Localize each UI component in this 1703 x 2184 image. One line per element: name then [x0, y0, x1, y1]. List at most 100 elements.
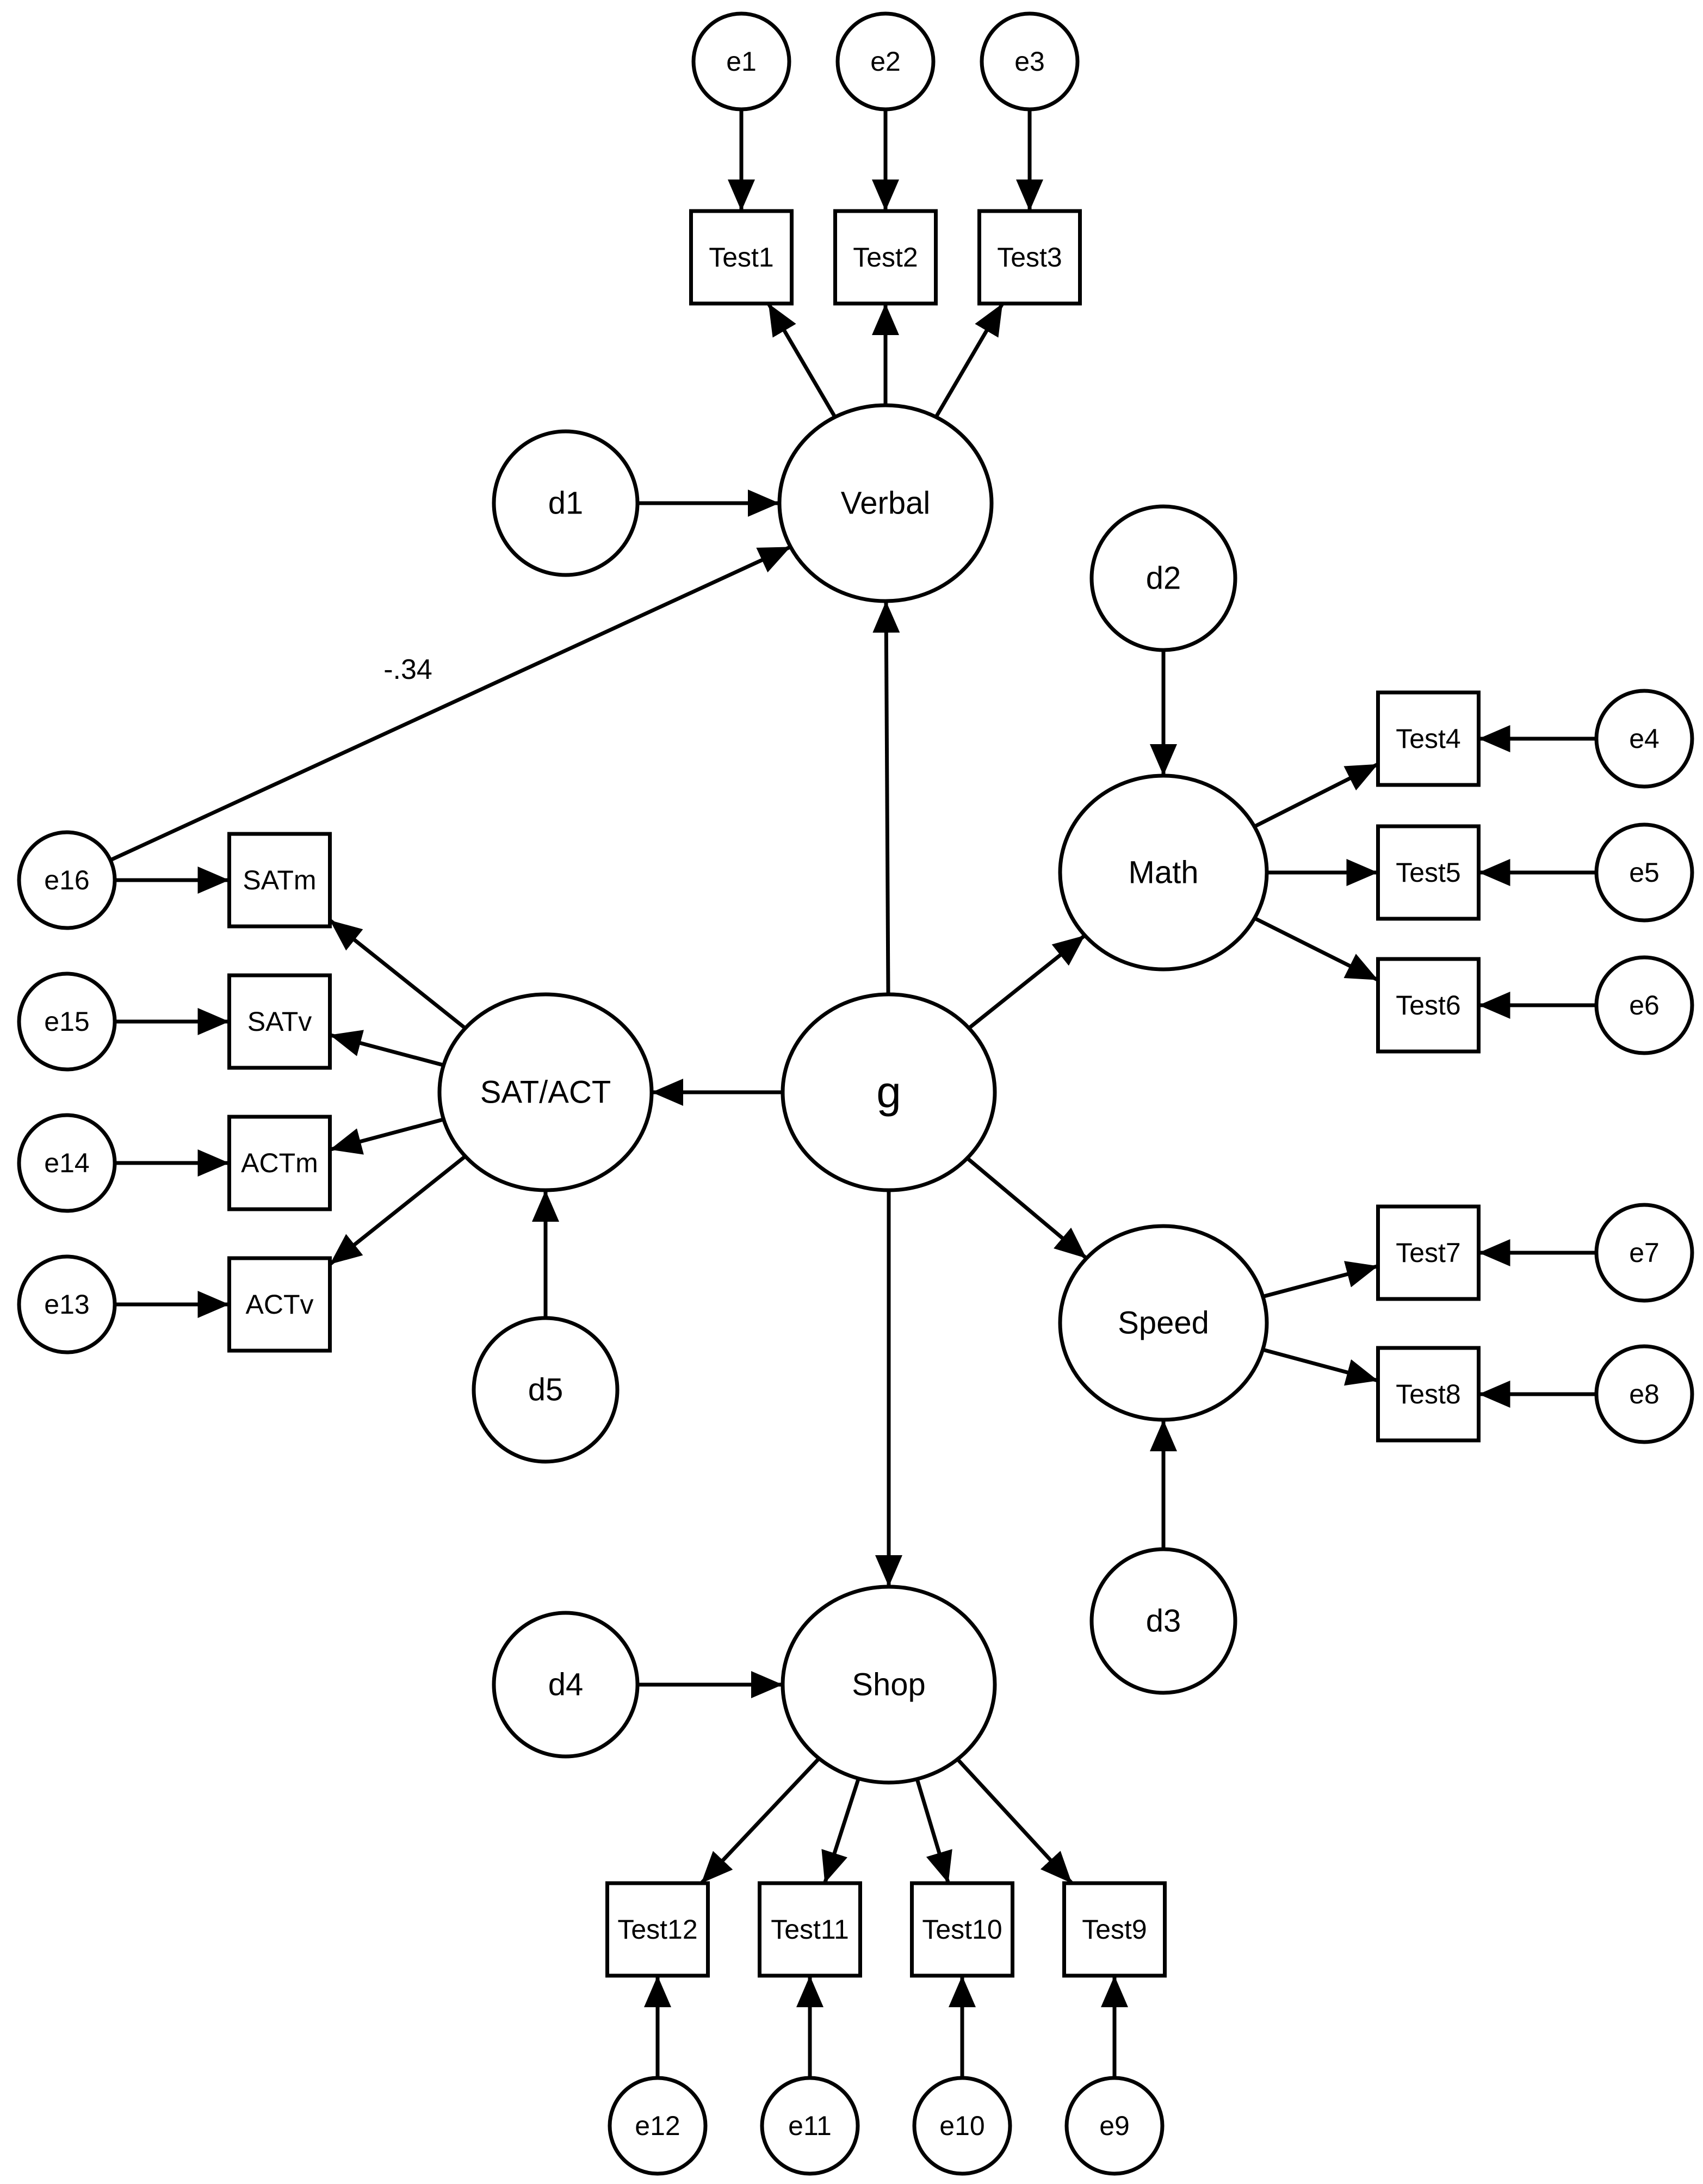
path-arrow-math-to-test4	[1253, 762, 1379, 828]
disturbance-shape-d4	[492, 1611, 640, 1759]
error-shape-e7	[1594, 1203, 1694, 1303]
error-node-e11: e11	[760, 2076, 860, 2176]
edges-layer	[109, 109, 1596, 2078]
error-node-e8: e8	[1594, 1344, 1694, 1444]
observed-node-actm: ACTm	[227, 1115, 332, 1211]
observed-shape-test5	[1376, 824, 1481, 921]
path-arrow-speed-to-test7	[1262, 1261, 1379, 1298]
observed-label-test1: Test1	[709, 242, 774, 273]
error-node-e10: e10	[912, 2076, 1012, 2176]
observed-shape-actm	[227, 1115, 332, 1211]
observed-shape-test3	[977, 209, 1082, 306]
latent-shape-math	[1058, 774, 1269, 972]
error-shape-e12	[608, 2076, 708, 2176]
error-label-e8: e8	[1629, 1379, 1659, 1409]
disturbance-node-d3: d3	[1089, 1547, 1237, 1695]
observed-label-test4: Test4	[1396, 723, 1461, 754]
latent-shape-satact	[437, 992, 654, 1192]
observed-node-test9: Test9	[1062, 1881, 1167, 1978]
coefficient-label-e16-verbal: -.34	[383, 654, 432, 685]
error-node-e9: e9	[1064, 2076, 1165, 2176]
observed-label-test6: Test6	[1396, 990, 1461, 1020]
latent-label-verbal: Verbal	[841, 486, 930, 521]
disturbance-shape-d3	[1089, 1547, 1237, 1695]
error-shape-e15	[17, 972, 117, 1072]
observed-node-actv: ACTv	[227, 1256, 332, 1353]
path-arrow-satact-to-satv	[329, 1030, 444, 1067]
latent-label-math: Math	[1129, 855, 1199, 890]
observed-shape-satm	[227, 832, 332, 929]
latent-label-g: g	[876, 1068, 901, 1117]
disturbance-shape-d1	[492, 429, 640, 577]
disturbance-shape-d5	[472, 1316, 620, 1464]
nodes-layer: gVerbalMathSpeedShopSAT/ACTd1d2d3d4d5Tes…	[17, 11, 1694, 2176]
path-arrow-shop-to-test10	[915, 1778, 952, 1884]
error-shape-e1	[691, 11, 791, 112]
error-label-e7: e7	[1629, 1238, 1659, 1268]
latent-node-satact: SAT/ACT	[437, 992, 654, 1192]
observed-node-test2: Test2	[833, 209, 938, 306]
observed-shape-test10	[910, 1881, 1014, 1978]
error-node-e15: e15	[17, 972, 117, 1072]
error-shape-e8	[1594, 1344, 1694, 1444]
error-label-e9: e9	[1099, 2111, 1130, 2141]
error-node-e1: e1	[691, 11, 791, 112]
disturbance-label-d1: d1	[548, 486, 584, 521]
path-arrow-shop-to-test9	[956, 1758, 1074, 1885]
path-arrow-shop-to-test12	[699, 1757, 821, 1885]
latent-shape-verbal	[777, 403, 994, 603]
path-arrow-g-to-math	[968, 933, 1086, 1030]
path-arrow-speed-to-test8	[1262, 1347, 1379, 1386]
disturbance-label-d5: d5	[528, 1372, 563, 1408]
path-arrow-g-to-speed	[966, 1156, 1088, 1260]
error-shape-e16	[17, 830, 117, 930]
path-arrow-verbal-to-test3	[934, 302, 1005, 418]
observed-node-test8: Test8	[1376, 1346, 1481, 1443]
observed-shape-test12	[605, 1881, 710, 1978]
error-node-e4: e4	[1594, 689, 1694, 789]
latent-node-verbal: Verbal	[777, 403, 994, 603]
error-node-e13: e13	[17, 1254, 117, 1354]
observed-node-test10: Test10	[910, 1881, 1014, 1978]
latent-node-speed: Speed	[1058, 1224, 1269, 1422]
observed-node-test4: Test4	[1376, 690, 1481, 787]
error-label-e1: e1	[726, 46, 757, 77]
observed-label-test7: Test7	[1396, 1238, 1461, 1268]
error-label-e13: e13	[44, 1289, 89, 1320]
path-arrow-verbal-to-test1	[766, 302, 837, 418]
latent-label-shop: Shop	[852, 1667, 925, 1703]
error-shape-e2	[835, 11, 936, 112]
path-arrow-g-to-verbal	[872, 601, 900, 995]
disturbance-label-d3: d3	[1146, 1604, 1181, 1639]
path-arrow-satact-to-actm	[329, 1117, 444, 1155]
error-node-e7: e7	[1594, 1203, 1694, 1303]
error-node-e3: e3	[980, 11, 1080, 112]
observed-shape-test1	[689, 209, 794, 306]
observed-shape-test2	[833, 209, 938, 306]
observed-label-satv: SATv	[247, 1006, 312, 1037]
error-label-e11: e11	[788, 2111, 832, 2141]
observed-shape-test4	[1376, 690, 1481, 787]
error-shape-e14	[17, 1113, 117, 1213]
error-shape-e9	[1064, 2076, 1165, 2176]
error-label-e6: e6	[1629, 990, 1659, 1020]
disturbance-shape-d2	[1089, 504, 1237, 652]
error-shape-e13	[17, 1254, 117, 1354]
path-arrow-satact-to-actv	[329, 1154, 467, 1266]
observed-node-test5: Test5	[1376, 824, 1481, 921]
observed-label-test9: Test9	[1082, 1914, 1147, 1945]
disturbance-label-d4: d4	[548, 1667, 584, 1703]
observed-node-test12: Test12	[605, 1881, 710, 1978]
error-label-e15: e15	[44, 1006, 89, 1037]
error-label-e14: e14	[44, 1148, 89, 1178]
observed-shape-test6	[1376, 957, 1481, 1054]
latent-node-shop: Shop	[781, 1585, 997, 1785]
observed-label-actm: ACTm	[241, 1148, 318, 1178]
error-label-e12: e12	[635, 2111, 680, 2141]
latent-shape-speed	[1058, 1224, 1269, 1422]
error-shape-e3	[980, 11, 1080, 112]
path-arrow-math-to-test6	[1253, 916, 1379, 982]
error-node-e2: e2	[835, 11, 936, 112]
error-label-e3: e3	[1014, 46, 1045, 77]
